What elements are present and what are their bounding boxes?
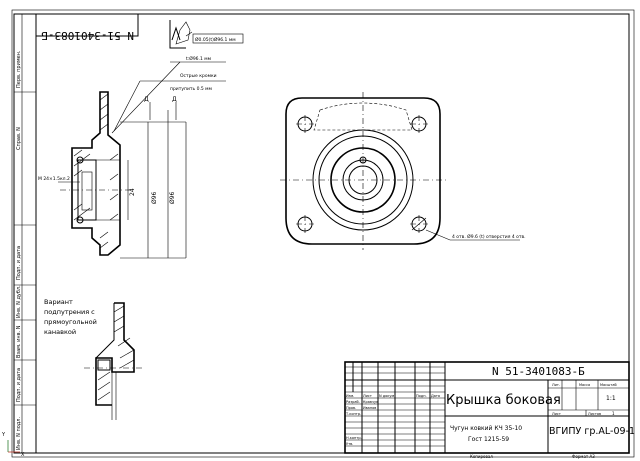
variant-line-1: Вариант <box>44 298 73 306</box>
scale-value: 1:1 <box>606 395 616 402</box>
variant-line-4: канавкой <box>44 328 76 336</box>
scale-header: Масштаб <box>600 383 617 387</box>
col-header-date: Дата <box>431 394 440 398</box>
mass-header: Масса <box>579 383 590 387</box>
stamp-replace-inv: Взам. инв. N <box>16 325 22 358</box>
sheet-label: Лист <box>552 412 561 416</box>
thread-label: М 24×1.5кл.2 <box>38 176 70 182</box>
front-view: 4 отв. Ø9.6 (t) отверстия 4 отв. <box>280 92 526 250</box>
stamp-dup-inv: Инв. N дубл. <box>16 285 22 318</box>
material-line-1: Чугун ковкий КЧ 35-10 <box>450 425 522 432</box>
tolerance-text: Ø0.05(t)Ø96.1 мм <box>195 36 236 43</box>
dim-24: 24 <box>129 188 136 196</box>
variant-detail: Вариант подпутрения с прямоугольной кана… <box>44 298 142 420</box>
doc-code: N 51-3401083-Б <box>492 365 585 378</box>
role-change: Изм. <box>346 394 354 398</box>
part-name: Крышка боковая <box>446 393 561 408</box>
axis-label-x: X <box>21 452 25 458</box>
lit-header: Лит. <box>552 383 560 387</box>
col-header-sign: Подп. <box>416 394 427 398</box>
section-mark-2: Д <box>172 96 177 103</box>
stamp-ref-number: Справ. N <box>16 127 22 150</box>
organization: ВГИПУ гр.АL-09-1 <box>549 426 635 437</box>
name-developer: Кравчук <box>363 400 378 404</box>
col-header-docnum: N докум. <box>379 394 395 398</box>
stamp-first-use: Перв. примен. <box>16 50 22 88</box>
hole-note: 4 отв. Ø9.6 (t) отверстия 4 отв. <box>452 233 526 240</box>
sheets-value: 1 <box>612 411 615 416</box>
dim-96b: Ø96 <box>169 191 176 204</box>
axis-label-y: Y <box>1 432 6 438</box>
name-checker: Иванов <box>363 406 376 410</box>
sheet-inner-frame <box>35 13 630 454</box>
mirrored-code: N 51-3401083-Б <box>41 29 134 42</box>
role-checker: Пров. <box>346 406 356 410</box>
stamp-sign-date-1: Подп. и дата <box>16 246 22 280</box>
stamp-sign-date-2: Подп. и дата <box>16 368 22 402</box>
sheets-label: Листов <box>588 412 601 416</box>
stamp-orig-inv: Инв. N подл. <box>16 417 22 450</box>
role-developer: Разраб. <box>346 400 360 404</box>
mirrored-code-box: N 51-3401083-Б <box>35 13 139 42</box>
bottom-right-note: Формат А3 <box>572 454 595 459</box>
note-line-1: Острые кромки <box>180 73 217 79</box>
side-stamp-column: Перв. примен. Справ. N Подп. и дата Инв.… <box>13 13 37 454</box>
dim-96: Ø96 <box>151 191 158 204</box>
sheet-outer-frame <box>11 9 635 458</box>
axis-marker: Y X <box>1 432 25 458</box>
variant-line-3: прямоугольной <box>44 318 97 326</box>
tolerance-callout: Ø0.05(t)Ø96.1 мм t:Ø96.1 мм Острые кромк… <box>111 20 244 134</box>
role-norm-control: Н.контр. <box>346 436 362 440</box>
section-mark-1: Д <box>144 96 149 103</box>
tolerance-text-2: t:Ø96.1 мм <box>186 55 211 62</box>
role-approved: Утв. <box>346 442 353 446</box>
material-line-2: Гост 1215-59 <box>468 436 509 443</box>
role-tech-control: Т.контр. <box>345 412 361 416</box>
variant-line-2: подпутрения с <box>44 308 95 316</box>
bottom-left-note: Копировал <box>470 454 493 459</box>
side-section-view: М 24×1.5кл.2 Д Д 24 Ø96 Ø96 <box>38 91 187 259</box>
note-line-2: притупить 0.5 мм <box>170 86 212 92</box>
col-header-sheet: Лист <box>363 394 372 398</box>
title-block: N 51-3401083-Б Лист N докум. П <box>344 361 635 459</box>
